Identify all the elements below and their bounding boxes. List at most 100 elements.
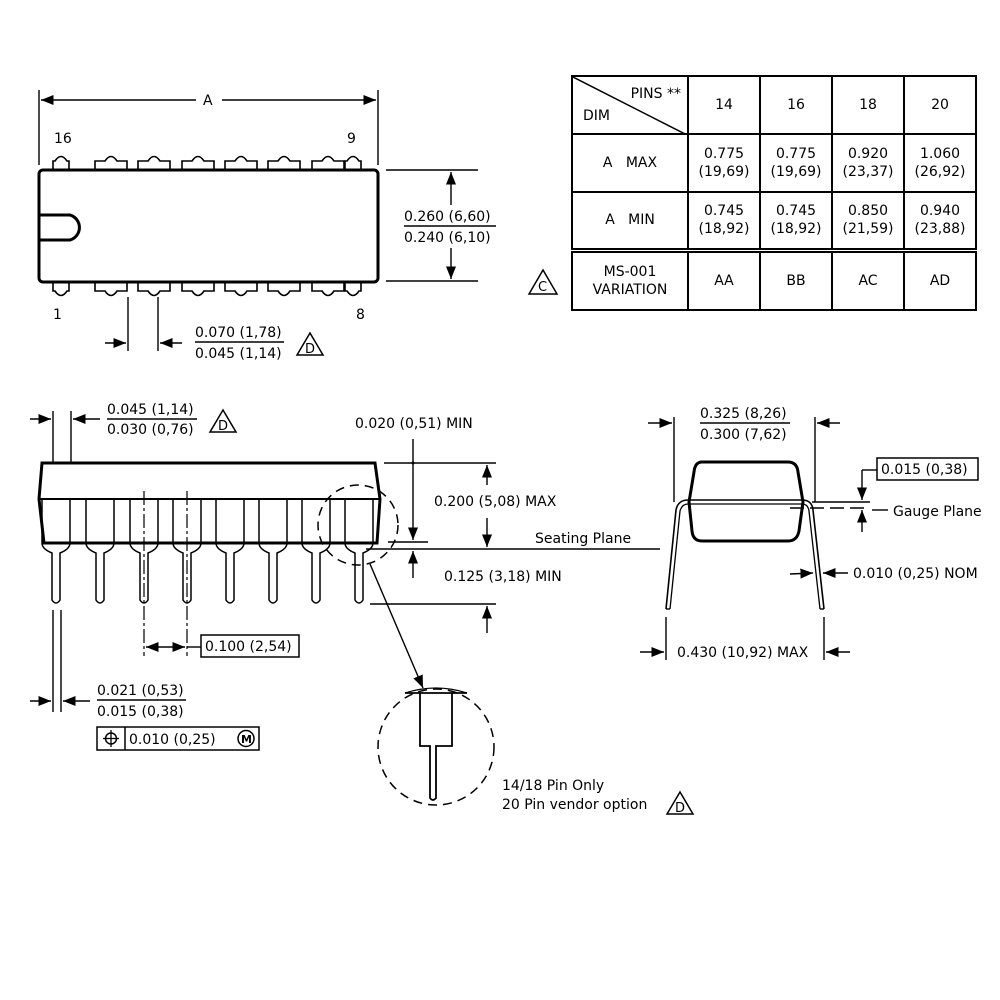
pin-count-16: 16 <box>759 75 833 135</box>
side-view: 0.045 (1,14) 0.030 (0,76) D 0.100 (2,54)… <box>30 402 660 751</box>
standoff-dim: 0.020 (0,51) MIN <box>355 416 473 432</box>
side-lead <box>215 499 245 604</box>
pin-bump <box>224 282 258 297</box>
lead-outer <box>665 499 825 610</box>
gauge-dim: 0.015 (0,38) <box>881 462 968 478</box>
note-d-triangle-icon: D <box>295 331 325 357</box>
pin-bump <box>344 282 362 297</box>
row-label-a-max: A MAX <box>571 133 689 193</box>
package-body-top <box>37 168 380 284</box>
svg-text:D: D <box>675 801 685 816</box>
width-dim-upper: 0.260 (6,60) <box>404 209 491 225</box>
table-cell: 0.745(18,92) <box>687 191 761 251</box>
pin-label-16: 16 <box>54 131 72 147</box>
pin-bump <box>137 155 171 170</box>
lead-width-dim-lower: 0.015 (0,38) <box>97 704 184 720</box>
width-dim-lower: 0.240 (6,10) <box>404 230 491 246</box>
lead-length-dim: 0.125 (3,18) MIN <box>444 569 562 585</box>
pin-bump <box>52 155 70 170</box>
table-cell: 0.920(23,37) <box>831 133 905 193</box>
detail-view: 14/18 Pin Only 20 Pin vendor option D <box>377 687 695 816</box>
lead-inner <box>669 503 821 610</box>
pin-bump <box>311 282 345 297</box>
table-cell: AA <box>687 249 761 311</box>
detail-callout-circle <box>317 484 399 566</box>
row-spacing-dim-lower: 0.300 (7,62) <box>700 427 787 443</box>
table-header-corner: PINS ** DIM <box>571 75 689 135</box>
table-cell: BB <box>759 249 833 311</box>
svg-text:C: C <box>538 280 547 295</box>
position-icon <box>103 730 119 747</box>
pins-header-label: PINS ** <box>630 86 681 102</box>
end-view: 0.325 (8,26) 0.300 (7,62) 0.015 (0,38) G… <box>640 406 982 661</box>
table-cell: AD <box>903 249 977 311</box>
pin-width-dim-lower: 0.045 (1,14) <box>195 346 282 362</box>
pin-bump <box>52 282 70 297</box>
mmc-modifier-icon: M <box>237 729 255 748</box>
shoulder-dim-upper: 0.045 (1,14) <box>107 402 194 418</box>
package-body-end <box>687 460 805 543</box>
top-pin-row <box>52 155 362 170</box>
pin-label-9: 9 <box>347 131 356 147</box>
lead-width-dim-upper: 0.021 (0,53) <box>97 683 184 699</box>
pitch-dim: 0.100 (2,54) <box>205 639 292 655</box>
table-row-a-min: A MIN 0.745(18,92) 0.745(18,92) 0.850(21… <box>571 191 977 251</box>
dimension-table: PINS ** DIM 14 16 18 20 A MAX 0.775(19,6… <box>571 75 977 311</box>
detail-circle <box>377 688 495 806</box>
position-tolerance-frame: 0.010 (0,25) M <box>96 726 260 751</box>
pin-label-8: 8 <box>356 307 365 323</box>
side-lead <box>344 499 374 604</box>
pin-bump <box>181 155 215 170</box>
height-dim: 0.200 (5,08) MAX <box>434 494 557 510</box>
pin-bump <box>311 155 345 170</box>
bottom-pin-row <box>52 282 362 297</box>
overall-width-dim: 0.430 (10,92) MAX <box>677 645 809 661</box>
pin-width-dim-upper: 0.070 (1,78) <box>195 325 282 341</box>
note-c-triangle-icon: C <box>527 268 559 295</box>
pin-count-18: 18 <box>831 75 905 135</box>
dim-a-label: A <box>203 93 213 109</box>
side-lead <box>258 499 288 604</box>
row-spacing-dim-upper: 0.325 (8,26) <box>700 406 787 422</box>
pitch-dim-box <box>200 634 300 658</box>
pin-bump <box>267 282 301 297</box>
note-d-triangle-icon: D <box>208 408 238 434</box>
table-cell: 0.775(19,69) <box>687 133 761 193</box>
table-cell: 0.940(23,88) <box>903 191 977 251</box>
gauge-plane-label: Gauge Plane <box>893 504 982 520</box>
table-cell: 0.745(18,92) <box>759 191 833 251</box>
position-tolerance-value: 0.010 (0,25) <box>129 732 216 748</box>
top-view: A 16 9 1 8 0.260 (6,60) 0.240 (6,10) 0.0… <box>37 90 496 362</box>
pin1-notch <box>40 213 81 242</box>
diagonal-divider <box>573 77 687 135</box>
side-lead <box>85 499 115 604</box>
gauge-dim-box <box>876 457 979 481</box>
pin-bump <box>137 282 171 297</box>
pin-bump <box>94 155 128 170</box>
detail-lead <box>419 693 453 801</box>
table-cell: 0.850(21,59) <box>831 191 905 251</box>
side-lead <box>41 499 71 604</box>
pin-bump <box>181 282 215 297</box>
detail-note-line1: 14/18 Pin Only <box>502 778 604 794</box>
side-lead <box>301 499 331 604</box>
shoulder-dim-lower: 0.030 (0,76) <box>107 422 194 438</box>
table-row-a-max: A MAX 0.775(19,69) 0.775(19,69) 0.920(23… <box>571 133 977 193</box>
lead-thickness-dim: 0.010 (0,25) NOM <box>853 566 978 582</box>
pin-bump <box>344 155 362 170</box>
detail-note-line2: 20 Pin vendor option <box>502 797 647 813</box>
detail-leader <box>369 563 424 689</box>
pin-count-20: 20 <box>903 75 977 135</box>
table-cell: 0.775(19,69) <box>759 133 833 193</box>
pin-bump <box>267 155 301 170</box>
table-cell: 1.060(26,92) <box>903 133 977 193</box>
package-body-side <box>37 461 382 545</box>
note-d-triangle-icon: D <box>665 790 695 816</box>
dim-header-label: DIM <box>583 108 610 124</box>
seating-plane-label: Seating Plane <box>535 531 631 547</box>
table-cell: AC <box>831 249 905 311</box>
row-label-a-min: A MIN <box>571 191 689 251</box>
